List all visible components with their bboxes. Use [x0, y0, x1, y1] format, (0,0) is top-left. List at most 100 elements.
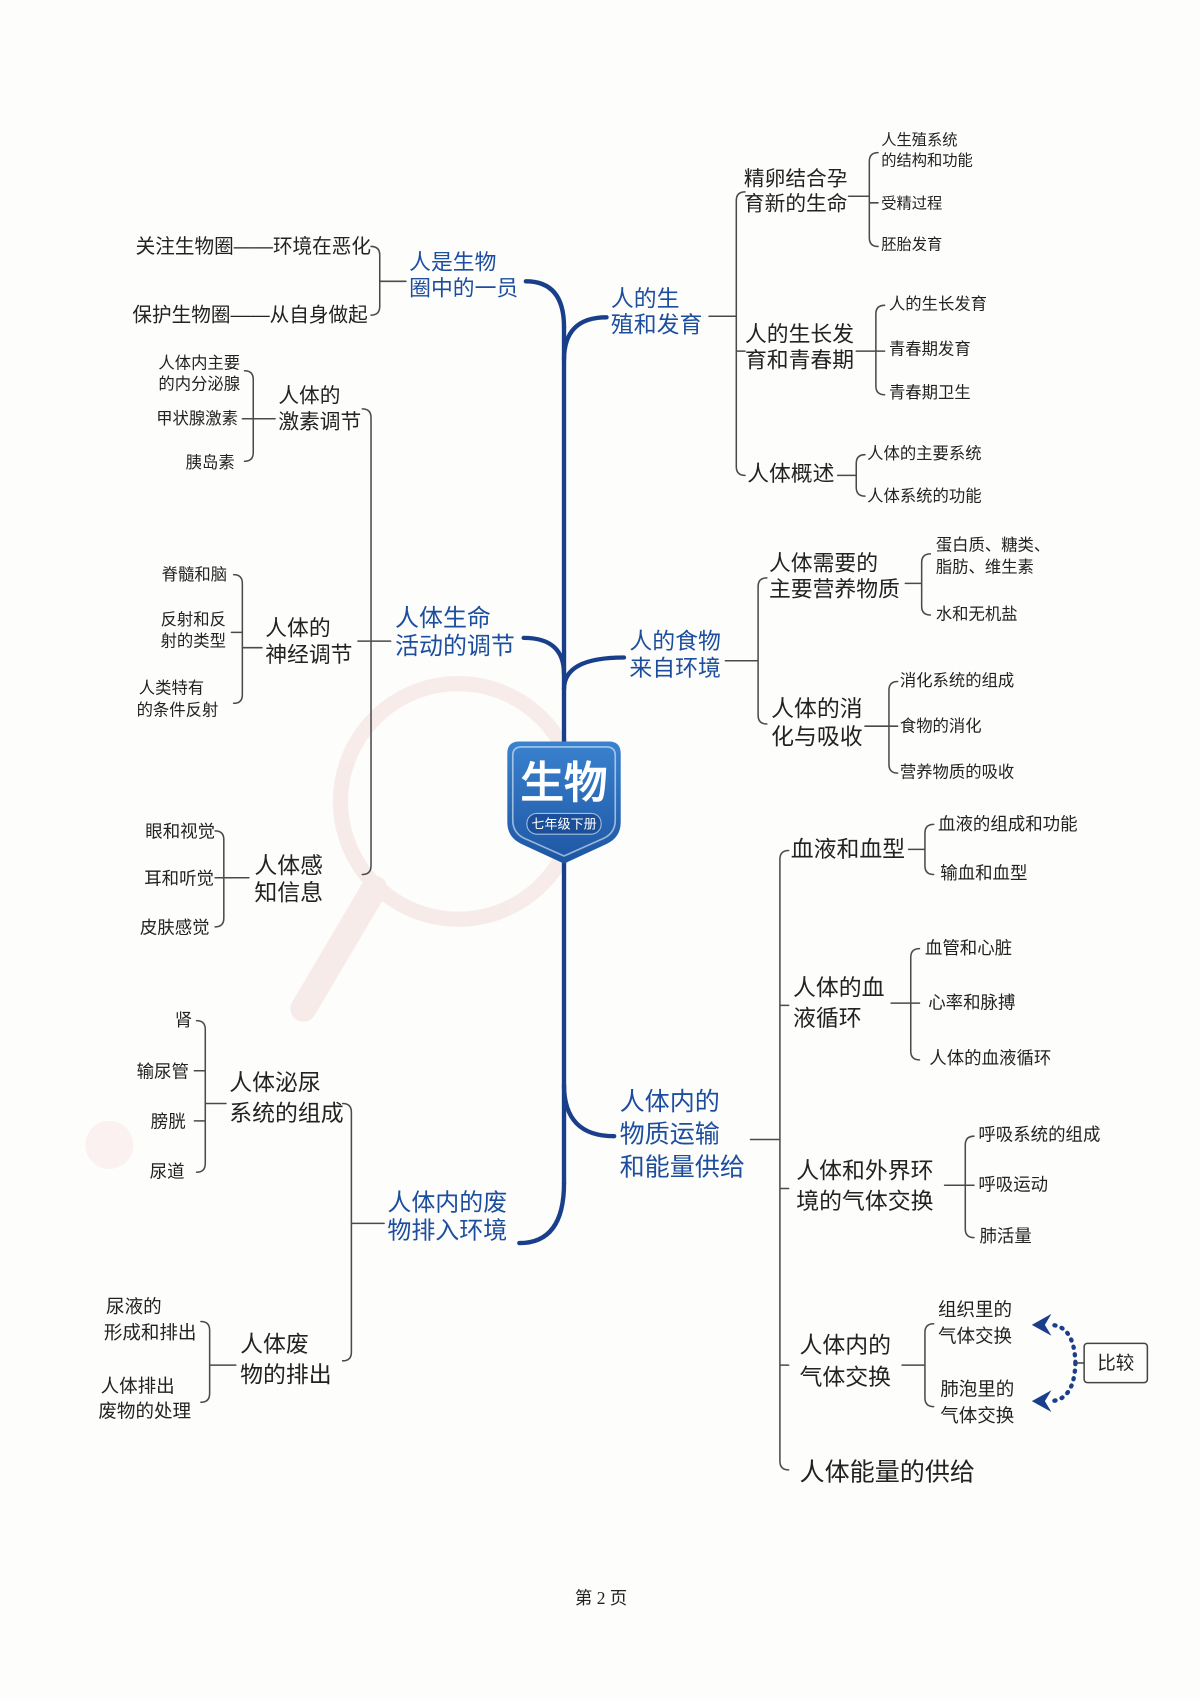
connector-left-3 — [517, 1180, 567, 1246]
compare-dotted-arc — [1047, 1322, 1078, 1404]
center-title: 生物 — [520, 760, 607, 808]
leaf-item: 蛋白质、糖类、 — [936, 537, 1050, 555]
subtopic-label: 物的排出 — [240, 1362, 332, 1388]
leaf-item: 输尿管 — [137, 1061, 189, 1081]
leaf-item: 皮肤感觉 — [140, 917, 210, 937]
bracket-circulation — [890, 947, 921, 1061]
leaf-item: 肾 — [175, 1010, 192, 1030]
branch-label: 物排入环境 — [387, 1218, 507, 1245]
center-shield-inner-border — [511, 746, 617, 857]
subtopic-label: 人体的 — [265, 616, 330, 641]
subtopic-label: 人体和外界环 — [796, 1158, 933, 1184]
brackets — [193, 151, 975, 1471]
branch-label: 人体生命 — [395, 605, 491, 632]
subtopic-label: 人体需要的 — [769, 550, 878, 575]
bracket-hormone — [241, 369, 276, 462]
leaf-item: 人体系统的功能 — [867, 488, 981, 506]
bracket-digestion — [864, 680, 899, 774]
leaf-item: 血管和心脏 — [925, 938, 1012, 958]
page-number: 第 2 页 — [575, 1588, 627, 1608]
bracket-right-1 — [708, 191, 746, 477]
leaf-item: 肺泡里的 — [940, 1379, 1014, 1400]
leaf-item: 人体排出 — [101, 1375, 175, 1396]
branch-label: 物质运输 — [620, 1121, 720, 1149]
bracket-urinary — [193, 1019, 227, 1173]
leaf-item: 肺活量 — [979, 1226, 1031, 1246]
leaf-item: 胚胎发育 — [881, 237, 942, 254]
leaf-item: 人生殖系统 — [881, 132, 957, 149]
connector-right-1 — [561, 315, 609, 363]
leaf-item: 气体交换 — [938, 1325, 1012, 1346]
bracket-growth — [855, 304, 886, 396]
leaf-item: 保护生物圈——从自身做起 — [132, 305, 368, 327]
subtopic-label: 精卵结合孕 — [744, 167, 848, 190]
branch-label: 殖和发育 — [611, 312, 703, 338]
leaf-item: 人的生长发育 — [889, 296, 987, 314]
leaf-item: 人类特有 — [139, 679, 204, 697]
bracket-senses — [214, 830, 250, 928]
subtopic-label: 激素调节 — [278, 411, 361, 434]
subtopic-label: 液循环 — [793, 1005, 862, 1031]
leaf-item: 受精过程 — [881, 195, 942, 212]
leaf-item: 膀胱 — [151, 1111, 186, 1131]
leaf-item: 消化系统的组成 — [900, 672, 1014, 690]
leaf-item: 输血和血型 — [940, 863, 1027, 883]
subtopic-label: 化与吸收 — [771, 724, 863, 750]
connector-left-2 — [521, 635, 567, 677]
arrow-left-icon — [1031, 1313, 1052, 1336]
branch-food: 人的食物 来自环境 人体需要的 主要营养物质 蛋白质、糖类、 脂肪、维生素 水和… — [629, 537, 1050, 782]
branch-label: 和能量供给 — [620, 1153, 745, 1181]
leaf-item: 射的类型 — [161, 633, 226, 651]
leaf-item: 水和无机盐 — [936, 605, 1018, 623]
leaf-item: 呼吸运动 — [978, 1175, 1048, 1195]
arrow-left-icon — [1031, 1390, 1052, 1413]
subtopic-label: 神经调节 — [265, 642, 352, 667]
bracket-right-3 — [749, 849, 790, 1471]
leaf-item: 人体的血液循环 — [929, 1048, 1051, 1068]
leaf-item: 尿道 — [150, 1162, 185, 1182]
subtopic-label: 人体内的 — [800, 1332, 892, 1358]
branch-label: 人的生 — [611, 285, 680, 311]
bracket-left-1 — [370, 245, 407, 316]
leaf-item: 心率和脉搏 — [928, 993, 1015, 1013]
subtopic-label: 人体能量的供给 — [800, 1459, 975, 1487]
subtopic-label: 人体废 — [240, 1331, 309, 1357]
subtopic-label: 知信息 — [254, 880, 323, 906]
leaf-item: 甲状腺激素 — [156, 410, 238, 428]
leaf-item: 的内分泌腺 — [158, 375, 240, 393]
leaf-item: 关注生物圈——环境在恶化 — [136, 236, 371, 258]
branch-label: 人体内的废 — [387, 1189, 507, 1216]
leaf-item: 气体交换 — [940, 1405, 1014, 1426]
subtopic-label: 主要营养物质 — [769, 576, 900, 601]
compare-label: 比较 — [1097, 1353, 1134, 1374]
leaf-item: 形成和排出 — [104, 1322, 197, 1343]
subtopic-label: 人体的消 — [771, 695, 863, 721]
compare-annotation: 比较 — [1031, 1313, 1149, 1413]
leaf-item: 脂肪、维生素 — [936, 558, 1034, 576]
subtopic-label: 血液和血型 — [791, 836, 905, 862]
branch-label: 人的食物 — [629, 628, 721, 654]
branch-human-in-biosphere: 人是生物 圈中的一员 关注生物圈——环境在恶化 保护生物圈——从自身做起 — [132, 236, 518, 327]
branch-label: 人体内的 — [620, 1088, 720, 1116]
subtopic-label: 人体概述 — [747, 461, 834, 486]
subtopic-label: 人体感 — [254, 852, 323, 878]
subtopic-label: 人体的血 — [793, 975, 885, 1001]
center-node: 生物 七年级下册 — [507, 741, 621, 864]
leaf-item: 青春期卫生 — [889, 384, 971, 402]
branch-waste-excretion: 人体内的废 物排入环境 人体泌尿 系统的组成 肾 输尿管 膀胱 尿道 人体废 物… — [98, 1010, 507, 1421]
subtopic-label: 人体的 — [278, 384, 340, 407]
leaf-item: 眼和视觉 — [145, 821, 215, 841]
leaf-item: 营养物质的吸收 — [900, 763, 1014, 781]
leaf-item: 青春期发育 — [889, 340, 971, 358]
compare-box — [1083, 1342, 1149, 1384]
subtopic-label: 境的气体交换 — [796, 1188, 933, 1214]
leaf-item: 耳和听觉 — [144, 868, 214, 888]
subtopic-label: 气体交换 — [800, 1364, 892, 1390]
leaf-item: 组织里的 — [938, 1299, 1012, 1320]
subtopic-label: 人的生长发 — [745, 321, 854, 346]
leaf-item: 人体内主要 — [158, 355, 240, 373]
leaf-item: 血液的组成和功能 — [938, 814, 1077, 834]
bracket-breathing — [943, 1135, 975, 1239]
bracket-gas-exchange — [901, 1322, 935, 1408]
connector-right-2 — [561, 655, 627, 692]
